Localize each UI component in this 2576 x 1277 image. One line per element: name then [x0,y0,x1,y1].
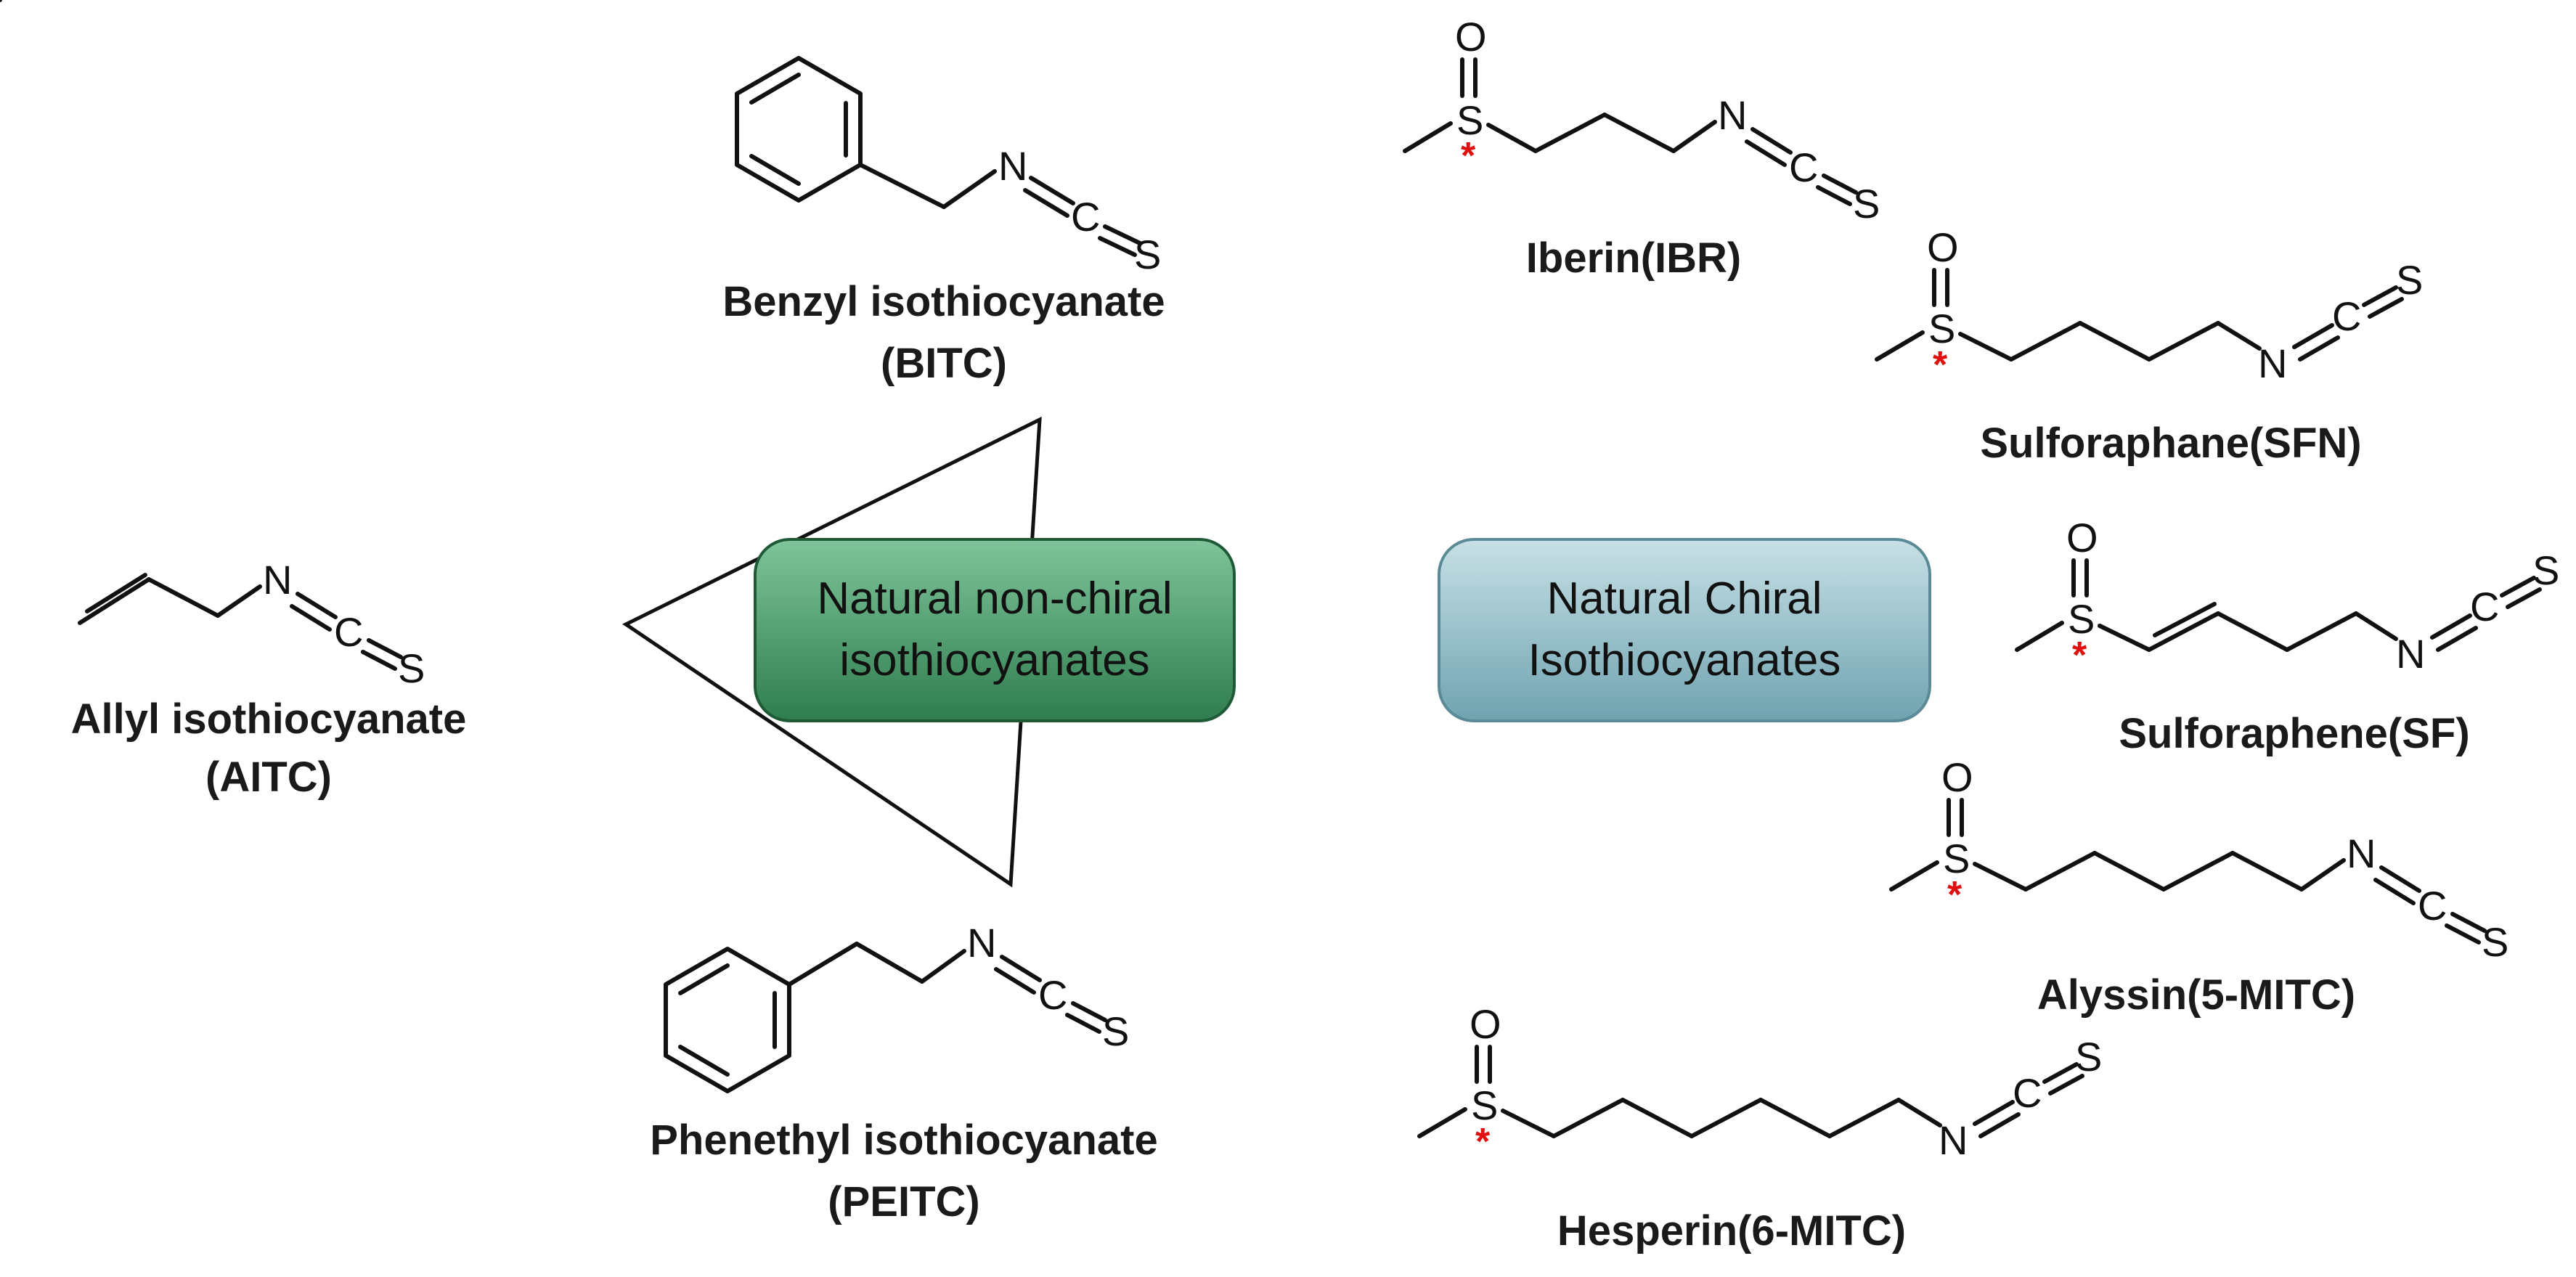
aitc-structure: N C S [78,557,425,691]
peitc-abbr: (PEITC) [828,1178,979,1225]
svg-text:S: S [2532,547,2559,593]
svg-text:N: N [2258,340,2287,386]
svg-text:C: C [2332,293,2361,339]
hesperin-structure: O S * N C S [1417,1001,2102,1163]
sfn-name: Sulforaphane(SFN) [1980,420,2361,467]
hesperin-name: Hesperin(6-MITC) [1557,1207,1906,1254]
svg-text:O: O [2066,515,2098,560]
sf-name: Sulforaphene(SF) [2119,710,2469,757]
svg-text:S: S [1134,232,1161,277]
sfn-structure: O S * N C S [1875,224,2423,386]
svg-text:N: N [2396,631,2425,677]
stereocenter-marker: * [1461,135,1476,177]
non-chiral-label-line2: isothiocyanates [839,635,1149,685]
svg-text:S: S [398,645,425,691]
chiral-label-line2: Isothiocyanates [1528,635,1841,685]
non-chiral-label-line1: Natural non-chiral [817,574,1172,624]
bitc-structure: N C S [0,0,1161,277]
aitc-abbr: (AITC) [205,754,332,801]
svg-text:C: C [2470,584,2499,629]
svg-text:N: N [998,143,1027,189]
svg-text:S: S [1456,97,1483,143]
chiral-category-box: Natural Chiral Isothiocyanates [1438,538,1931,722]
svg-text:S: S [2075,1034,2102,1080]
svg-text:N: N [2347,831,2376,876]
svg-text:S: S [2396,257,2423,303]
svg-text:S: S [2482,919,2508,965]
svg-text:N: N [263,557,292,603]
alyssin-structure: O S * N C S [1889,754,2508,965]
chiral-label-line1: Natural Chiral [1546,574,1822,624]
svg-text:S: S [1853,181,1880,227]
svg-text:S: S [1943,836,1970,881]
sf-structure: O S * N C S [2015,515,2559,677]
bitc-name: Benzyl isothiocyanate [722,278,1165,325]
svg-text:O: O [1455,14,1487,60]
ibr-structure: O S * N C S [1403,14,1880,227]
svg-text:O: O [1927,224,1959,270]
svg-text:C: C [2418,883,2447,929]
svg-text:O: O [1470,1001,1501,1047]
svg-text:N: N [967,920,996,966]
svg-text:C: C [1071,194,1100,240]
stereocenter-marker: * [1933,344,1948,386]
stereocenter-marker: * [1475,1121,1491,1163]
stereocenter-marker: * [1947,874,1962,916]
aitc-name: Allyl isothiocyanate [71,695,467,743]
svg-text:S: S [2068,596,2095,642]
bitc-abbr: (BITC) [881,340,1007,387]
peitc-name: Phenethyl isothiocyanate [650,1117,1157,1164]
svg-text:C: C [1789,144,1818,190]
svg-text:N: N [1939,1117,1968,1163]
alyssin-name: Alyssin(5-MITC) [2037,971,2355,1019]
stereocenter-marker: * [2072,635,2087,677]
svg-text:O: O [1941,754,1973,800]
svg-text:S: S [1471,1082,1498,1128]
svg-text:N: N [1718,92,1747,138]
peitc-structure: N C S [664,920,1129,1093]
svg-text:C: C [2013,1070,2042,1116]
svg-text:C: C [1038,972,1067,1018]
non-chiral-category-box: Natural non-chiral isothiocyanates [754,538,1236,722]
svg-text:C: C [334,609,363,655]
svg-text:S: S [1928,306,1955,351]
ibr-name: Iberin(IBR) [1526,234,1741,282]
svg-text:S: S [1102,1008,1129,1054]
